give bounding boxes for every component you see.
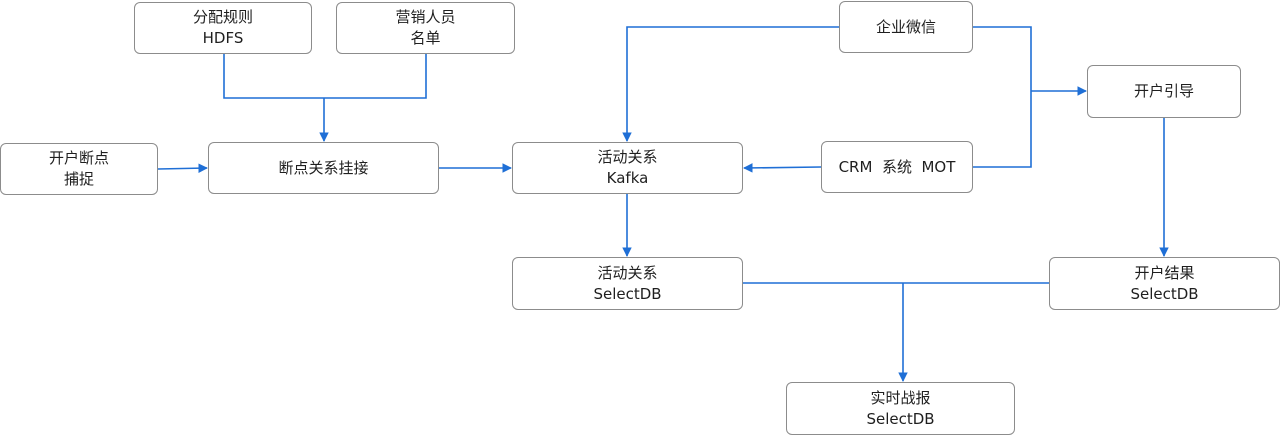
node-label-line: 活动关系 [597, 148, 658, 166]
edge-wechat-to-junction [973, 26, 1032, 91]
node-breakpoint-link: 断点关系挂接 [208, 142, 439, 194]
edge-sales-merge [324, 54, 427, 99]
node-label-line: 断点关系挂接 [278, 158, 369, 177]
node-label-line: 企业微信 [875, 17, 936, 36]
node-label-line: 捕捉 [63, 170, 94, 188]
edge-crm-to-kafka [743, 163, 822, 173]
node-label-line: 开户引导 [1133, 82, 1194, 100]
node-label-line: 开户断点 [48, 149, 109, 167]
node-account-result-selectdb: 开户结果 SelectDB [1049, 257, 1280, 310]
node-label-line: 营销人员 [395, 8, 456, 26]
node-label-line: Kafka [606, 169, 649, 187]
node-rules-hdfs: 分配规则 HDFS [134, 2, 312, 54]
node-label-line: HDFS [202, 29, 244, 47]
edge-capture-to-link [157, 163, 208, 173]
node-label-line: 活动关系 [597, 263, 658, 282]
node-label-line: 分配规则 [192, 8, 253, 26]
node-label-line: SelectDB [593, 284, 662, 303]
node-label-line: 实时战报 [870, 388, 931, 407]
node-crm-mot: CRM 系统 MOT [821, 141, 973, 193]
node-wechat-work: 企业微信 [839, 1, 973, 53]
node-label-line: CRM 系统 MOT [838, 157, 956, 176]
node-activity-kafka: 活动关系 Kafka [512, 142, 743, 194]
node-breakpoint-capture: 开户断点 捕捉 [0, 143, 158, 195]
node-label-line: SelectDB [1130, 284, 1199, 303]
node-realtime-report-selectdb: 实时战报 SelectDB [786, 382, 1015, 435]
node-label-line: 开户结果 [1134, 263, 1195, 282]
edge-wechat-to-kafka [622, 26, 839, 142]
node-account-guide: 开户引导 [1087, 65, 1241, 118]
node-sales-list: 营销人员 名单 [336, 2, 515, 54]
edge-rules-merge [223, 54, 324, 99]
node-activity-selectdb: 活动关系 SelectDB [512, 257, 743, 310]
node-label-line: 名单 [410, 29, 441, 47]
node-label-line: SelectDB [866, 409, 935, 428]
edge-crm-to-junction [973, 91, 1032, 168]
